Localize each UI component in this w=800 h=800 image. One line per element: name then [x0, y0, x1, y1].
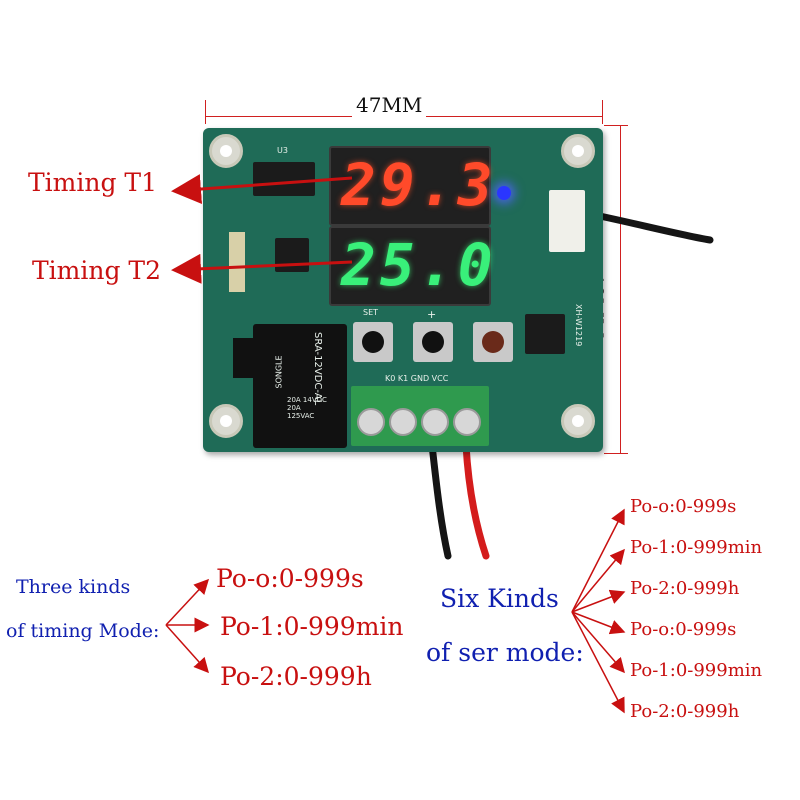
display-t1-reading: 29.3	[341, 151, 497, 219]
height-dimension-line	[620, 125, 621, 453]
terminal-block	[351, 386, 489, 446]
six-kinds-caption-line1: Six Kinds	[440, 584, 559, 613]
six-kinds-item: Po-o:0-999s	[630, 496, 737, 517]
height-dimension-tick-bottom	[604, 453, 628, 454]
three-kinds-caption-line1: Three kinds	[16, 576, 131, 598]
thermostat-board: U3 29.3 25.0 SET + XH-W1219 SRA-12VDC-AL…	[203, 128, 603, 452]
status-led	[497, 186, 511, 200]
header-pins	[229, 232, 245, 292]
mounting-hole	[561, 134, 595, 168]
width-dimension-tick-left	[205, 100, 206, 124]
set-button[interactable]	[353, 322, 393, 362]
plus-button-label: +	[427, 308, 437, 321]
chip-silkscreen-label: U3	[277, 146, 288, 155]
height-dimension-tick-top	[604, 125, 628, 126]
relay: SRA-12VDC-AL SONGLE 20A 14VDC 20A 125VAC	[253, 324, 347, 448]
width-dimension-tick-right	[602, 100, 603, 124]
voltage-regulator	[525, 314, 565, 354]
plus-button[interactable]	[413, 322, 453, 362]
three-kinds-caption-line2: of timing Mode:	[6, 620, 160, 642]
three-kinds-item: Po-1:0-999min	[220, 612, 404, 641]
width-dimension-label: 47MM	[352, 93, 427, 117]
three-kinds-item: Po-2:0-999h	[220, 662, 372, 691]
six-kinds-item: Po-1:0-999min	[630, 537, 763, 558]
terminal-screw[interactable]	[357, 408, 385, 436]
terminal-screw[interactable]	[453, 408, 481, 436]
timing-t1-label: Timing T1	[28, 168, 158, 197]
diode	[233, 338, 253, 378]
terminal-screw[interactable]	[421, 408, 449, 436]
terminal-labels: K0 K1 GND VCC	[385, 374, 449, 383]
six-kinds-item: Po-1:0-999min	[630, 660, 763, 681]
minus-button[interactable]	[473, 322, 513, 362]
display-t1: 29.3	[329, 146, 493, 226]
ic-chip	[253, 162, 315, 196]
six-kinds-item: Po-o:0-999s	[630, 619, 737, 640]
six-kinds-item: Po-2:0-999h	[630, 701, 740, 722]
display-t2-reading: 25.0	[341, 231, 497, 299]
sensor-connector	[549, 190, 585, 252]
six-kinds-item: Po-2:0-999h	[630, 578, 740, 599]
set-button-label: SET	[363, 308, 379, 317]
timing-t2-label: Timing T2	[32, 256, 162, 285]
terminal-screw[interactable]	[389, 408, 417, 436]
mounting-hole	[209, 134, 243, 168]
three-kinds-item: Po-o:0-999s	[216, 564, 364, 593]
mounting-hole	[561, 404, 595, 438]
mounting-hole	[209, 404, 243, 438]
relay-ratings-label: 20A 14VDC 20A 125VAC	[287, 396, 327, 420]
six-kinds-caption-line2: of ser mode:	[426, 638, 584, 667]
display-t2: 25.0	[329, 226, 493, 306]
